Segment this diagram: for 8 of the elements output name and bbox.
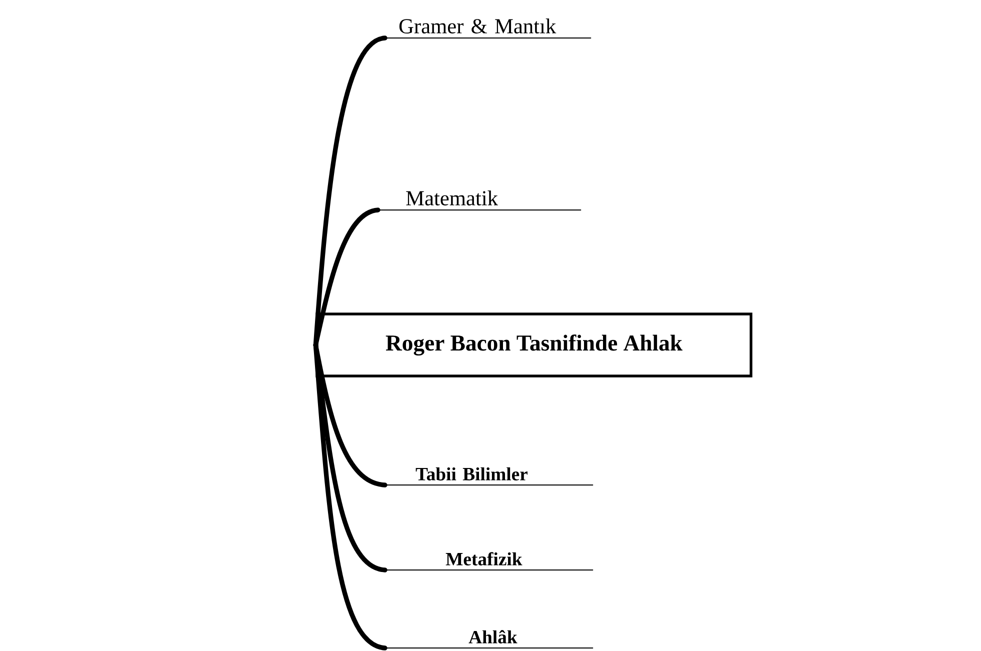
underlined-label: Matematik [378, 190, 582, 211]
underlined-label: Metafizik [385, 552, 594, 571]
title-box: Roger Bacon Tasnifinde Ahlak [316, 312, 752, 378]
branch-curve [313, 342, 388, 488]
underlined-label: Gramer & Mantık [385, 18, 592, 39]
branch-curve [313, 342, 388, 650]
underlined-label: Ahlâk [385, 630, 594, 649]
underlined-label: Tabii Bilimler [385, 467, 594, 486]
